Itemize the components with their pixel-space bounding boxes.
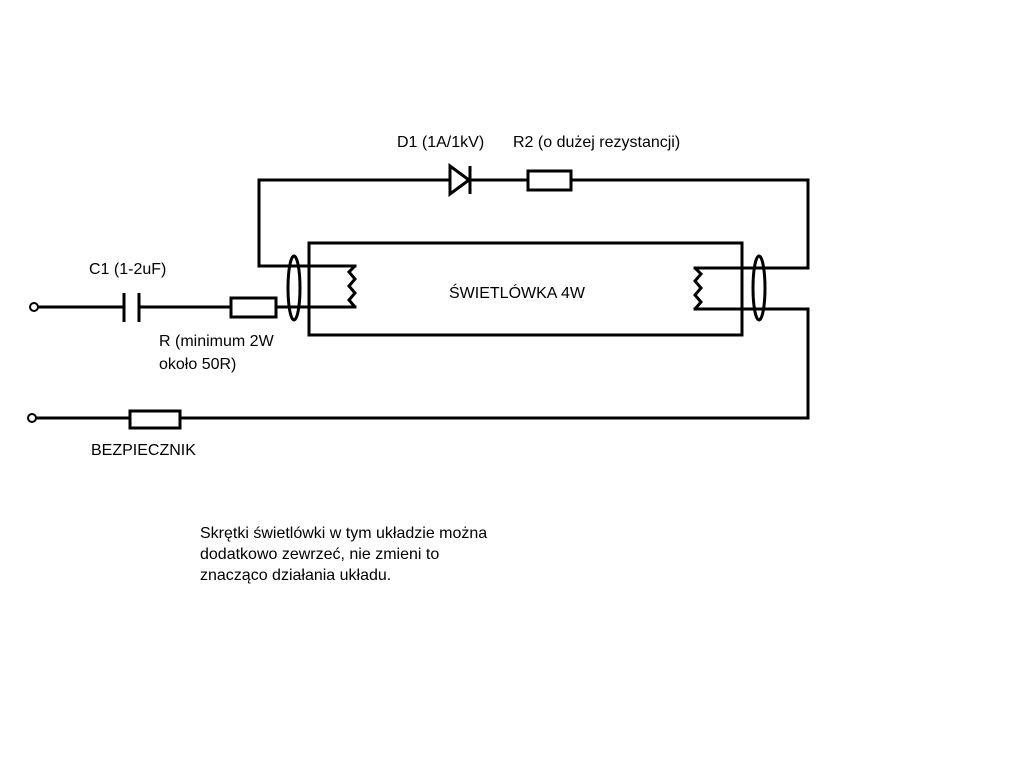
note-line: znacząco działania układu. [200, 567, 392, 584]
tube-end-cap-left [286, 254, 302, 322]
resistor-r2 [526, 169, 573, 192]
note-line: Skrętki świetlówki w tym układzie można [200, 525, 488, 542]
filament-right [693, 266, 704, 310]
diode-label: D1 (1A/1kV) [397, 134, 485, 151]
fluorescent-tube [307, 241, 744, 337]
capacitor-label: C1 (1-2uF) [89, 261, 167, 278]
resistor-label-line1: R (minimum 2W [159, 333, 274, 350]
lamp-label: ŚWIETLÓWKA 4W [449, 285, 586, 302]
tube-end-cap-right [751, 254, 767, 322]
r2-label: R2 (o dużej rezystancji) [513, 134, 681, 151]
diode-d1 [448, 163, 472, 197]
note-line: dodatkowo zewrzeć, nie zmieni to [200, 546, 440, 563]
resistor-r [229, 296, 278, 319]
fuse-label: BEZPIECZNIK [91, 442, 196, 459]
fuse [128, 409, 182, 430]
resistor-label-line2: około 50R) [159, 356, 237, 373]
note-text: Skrętki świetlówki w tym układzie można … [200, 523, 487, 586]
input-terminal-bottom [27, 413, 37, 423]
filament-left [346, 264, 357, 308]
input-terminal-top [29, 302, 39, 312]
capacitor-c1 [122, 293, 141, 322]
